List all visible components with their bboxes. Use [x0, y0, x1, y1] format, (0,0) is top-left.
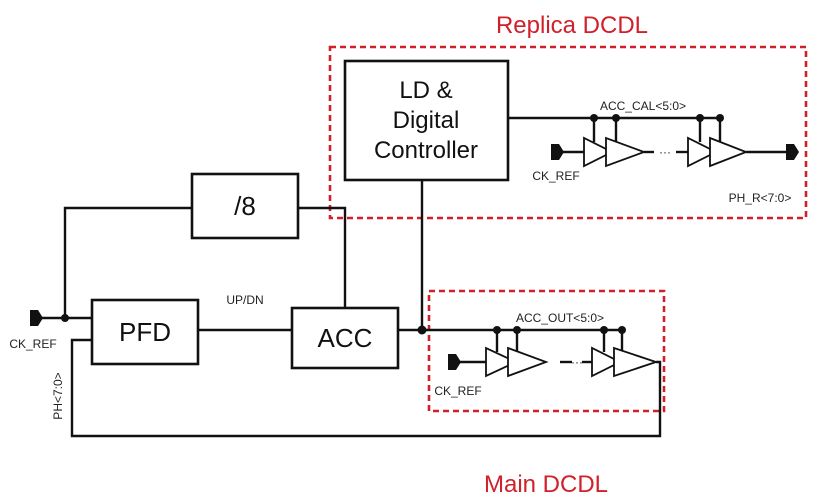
- replica-buffer-3: [687, 136, 719, 168]
- main-ellipsis: ···: [571, 355, 583, 369]
- main-buffer-1: [485, 346, 519, 378]
- main-delay-chain: ···: [485, 346, 659, 378]
- pfd-label: PFD: [119, 317, 171, 347]
- ph-r-label: PH_R<7:0>: [729, 191, 792, 205]
- main-dcdl-title: Main DCDL: [484, 471, 608, 498]
- acc-cal-label: ACC_CAL<5:0>: [600, 99, 686, 113]
- divider-label: /8: [234, 191, 256, 221]
- acc-out-label: ACC_OUT<5:0>: [516, 311, 604, 325]
- ck-ref-main-label: CK_REF: [434, 384, 481, 398]
- up-dn-label: UP/DN: [226, 293, 263, 307]
- ph-label: PH<7:0>: [51, 372, 65, 419]
- replica-buffer-2: [605, 136, 647, 168]
- main-buffer-2: [507, 346, 549, 378]
- acc-block: [290, 306, 400, 370]
- ck-ref-to-divider-wire: [63, 206, 192, 318]
- acc-label: ACC: [318, 323, 373, 353]
- replica-ck-ref-terminal: [551, 144, 564, 160]
- divider-block: [190, 172, 300, 240]
- replica-buffer-4: [709, 136, 749, 168]
- replica-buffer-1: [583, 136, 615, 168]
- ck-ref-replica-label: CK_REF: [532, 169, 579, 183]
- main-ck-ref-terminal: [448, 354, 461, 370]
- ck-ref-left-label: CK_REF: [9, 337, 56, 351]
- junction-dots: [61, 114, 724, 335]
- replica-delay-chain: ···: [583, 136, 749, 168]
- replica-dcdl-title: Replica DCDL: [496, 12, 648, 39]
- pfd-block: [90, 298, 200, 366]
- main-dcdl-region: [427, 289, 666, 413]
- ph-r-output-terminal: [786, 144, 799, 160]
- main-buffer-4: [613, 346, 659, 378]
- main-buffer-3: [591, 346, 623, 378]
- replica-dcdl-region: [328, 45, 808, 220]
- ld-digital-controller-block: [343, 59, 510, 182]
- ld-label-line-3: Controller: [374, 137, 478, 164]
- ld-label-line-2: Digital: [393, 107, 460, 134]
- divider-to-acc-wire: [298, 206, 347, 308]
- replica-ellipsis: ···: [659, 145, 671, 159]
- ld-label-line-1: LD &: [399, 77, 452, 104]
- ck-ref-input-terminal: [30, 310, 43, 326]
- ph-feedback-wire: [70, 338, 662, 438]
- terminals: [30, 144, 799, 370]
